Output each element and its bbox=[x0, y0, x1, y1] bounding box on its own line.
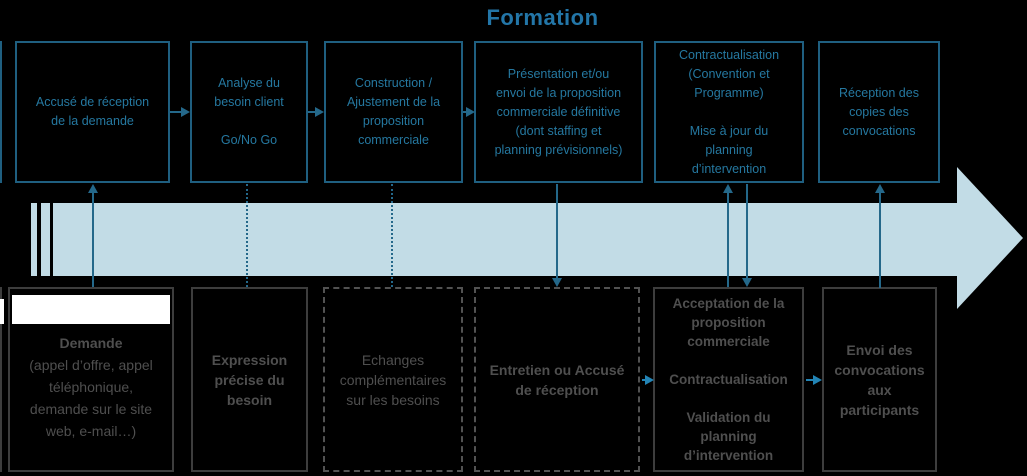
connector-analyse-to-expression-dotted-line bbox=[246, 184, 248, 287]
flow-arrow-accuse-to-analyse-line bbox=[170, 111, 182, 113]
bottom-box-demande-title: Demande bbox=[59, 335, 123, 351]
top-box-accuse-reception: Accusé de réception de la demande bbox=[15, 41, 170, 183]
connector-presentation-to-entretien-arrowhead-icon bbox=[552, 278, 562, 287]
connector-demande-to-accuse-arrowhead-icon bbox=[88, 184, 98, 193]
flow-arrow-entretien-to-acceptation-head-icon bbox=[645, 375, 654, 385]
top-box-construction-proposition: Construction / Ajustement de la proposit… bbox=[324, 41, 463, 183]
connector-presentation-to-entretien-line bbox=[556, 184, 558, 279]
connector-envoi-to-reception-arrowhead-icon bbox=[875, 184, 885, 193]
top-box-contractualisation: Contractualisation (Convention et Progra… bbox=[654, 41, 804, 183]
connector-contractualisation-to-acceptation-line bbox=[746, 184, 748, 279]
flow-arrow-construction-to-presentation-line bbox=[463, 111, 467, 113]
flow-arrow-analyse-to-construction-head-icon bbox=[315, 107, 324, 117]
connector-demande-to-accuse-line bbox=[92, 192, 94, 287]
flow-arrow-accuse-to-analyse-head-icon bbox=[181, 107, 190, 117]
connector-envoi-to-reception-line bbox=[879, 192, 881, 288]
connector-construction-to-echanges-dotted-line bbox=[391, 184, 393, 287]
flow-arrow-acceptation-to-envoi-head-icon bbox=[813, 375, 822, 385]
bottom-box-envoi-convocations: Envoi des convocations aux participants bbox=[822, 287, 937, 472]
flow-arrow-analyse-to-construction-line bbox=[308, 111, 316, 113]
flow-arrow-construction-to-presentation-head-icon bbox=[466, 107, 475, 117]
timeline-arrow-stripe-1 bbox=[31, 203, 37, 276]
timeline-arrow-head-icon bbox=[957, 167, 1023, 309]
bottom-box-expression-besoin: Expression précise du besoin bbox=[191, 287, 308, 472]
timeline-arrow-stripe-2 bbox=[41, 203, 50, 276]
cutoff-bottom-box-fragment bbox=[0, 287, 2, 472]
flow-arrow-acceptation-to-envoi-line bbox=[806, 379, 814, 381]
bottom-box-demande-detail: (appel d’offre, appel téléphonique, dema… bbox=[29, 357, 153, 439]
bottom-box-echanges-complementaires: Echanges complémentaires sur les besoins bbox=[323, 287, 463, 472]
diagram-title: Formation bbox=[486, 5, 599, 30]
timeline-arrow-body bbox=[53, 203, 957, 276]
top-box-presentation-proposition: Présentation et/ou envoi de la propositi… bbox=[474, 41, 643, 183]
connector-contractualisation-to-acceptation-arrowhead-icon bbox=[742, 278, 752, 287]
top-box-reception-convocations: Réception des copies des convocations bbox=[818, 41, 940, 183]
bottom-box-entretien-accuse: Entretien ou Accusé de réception bbox=[474, 287, 640, 472]
bottom-box-demande: Demande (appel d’offre, appel téléphoniq… bbox=[8, 287, 174, 472]
highlight-bar bbox=[12, 295, 170, 324]
top-box-analyse-besoin: Analyse du besoin client Go/No Go bbox=[190, 41, 308, 183]
cutoff-top-box-fragment bbox=[0, 41, 2, 183]
connector-acceptation-to-contractualisation-arrowhead-icon bbox=[723, 184, 733, 193]
cutoff-highlight-bar-fragment bbox=[0, 299, 4, 324]
connector-acceptation-to-contractualisation-line bbox=[727, 192, 729, 287]
bottom-box-acceptation-proposition: Acceptation de la proposition commercial… bbox=[653, 287, 804, 472]
flow-arrow-entretien-to-acceptation-line bbox=[642, 379, 646, 381]
